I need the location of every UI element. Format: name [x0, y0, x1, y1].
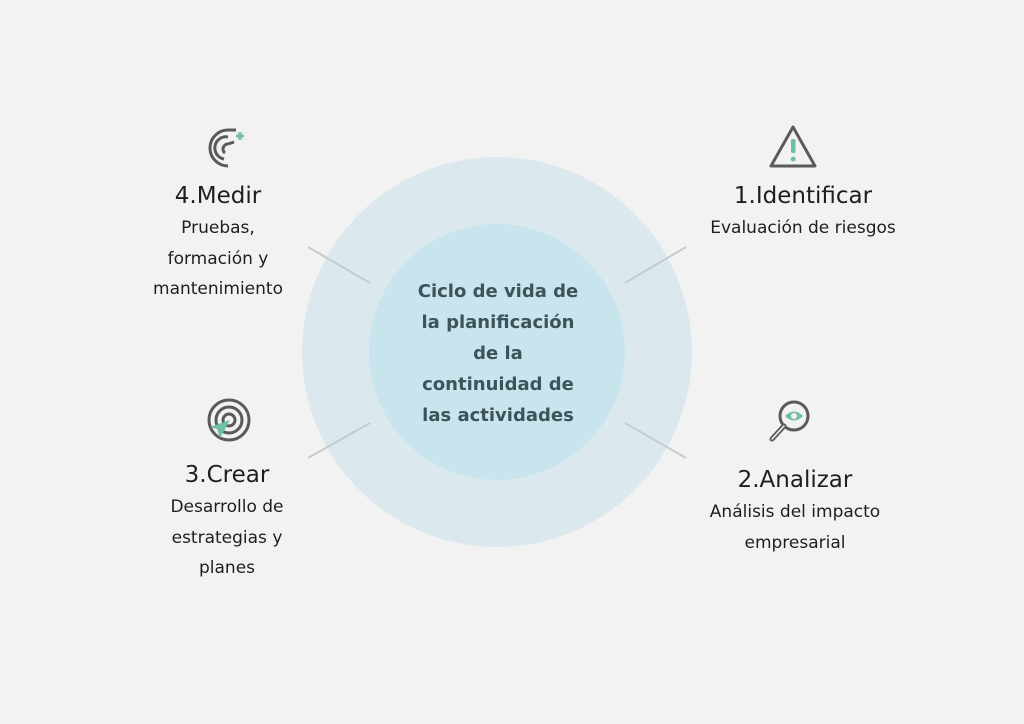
step-medir: 4.Medir Pruebas, formación y mantenimien…	[98, 181, 338, 305]
step-title: 4.Medir	[174, 183, 262, 209]
magnifier-eye-icon	[769, 400, 810, 442]
refresh-arrows-icon	[208, 128, 244, 168]
center-title-line: de la	[473, 343, 523, 364]
step-description-line: mantenimiento	[153, 279, 283, 299]
step-description-line: Desarrollo de	[170, 497, 284, 517]
step-description-line: Análisis del impacto	[709, 502, 881, 522]
center-title-line: continuidad de	[422, 374, 574, 395]
center-title-line: Ciclo de vida de	[417, 281, 579, 302]
step-description-line: Evaluación de riesgos	[710, 218, 896, 238]
step-title: 2.Analizar	[737, 467, 853, 493]
warning-triangle-icon	[769, 125, 817, 168]
center-title: Ciclo de vida de la planificación de la …	[390, 276, 606, 431]
step-analizar: 2.Analizar Análisis del impacto empresar…	[675, 465, 915, 558]
step-identificar: 1.Identificar Evaluación de riesgos	[683, 181, 923, 244]
step-description-line: Pruebas,	[181, 218, 255, 238]
step-description-line: planes	[198, 558, 256, 578]
step-description-line: empresarial	[744, 532, 846, 553]
step-description: Pruebas, formación y mantenimiento	[98, 213, 338, 305]
step-crear: 3.Crear Desarrollo de estrategias y plan…	[107, 460, 347, 584]
step-description: Desarrollo de estrategias y planes	[107, 492, 347, 584]
connector-line-medir	[307, 246, 371, 284]
step-description-line: formación y	[167, 248, 269, 269]
center-title-line: las actividades	[422, 405, 574, 426]
connector-line-crear	[307, 422, 371, 459]
connector-line-identificar	[624, 246, 687, 284]
connector-line-analizar	[624, 422, 687, 459]
step-description: Análisis del impacto empresarial	[675, 497, 915, 558]
center-title-line: la planificación	[421, 312, 575, 333]
step-description-line: estrategias y	[171, 527, 283, 548]
step-title: 1.Identificar	[733, 183, 873, 209]
step-description: Evaluación de riesgos	[683, 213, 923, 244]
target-arrow-icon	[207, 398, 251, 442]
inner-circle	[369, 224, 625, 480]
step-title: 3.Crear	[184, 462, 270, 488]
